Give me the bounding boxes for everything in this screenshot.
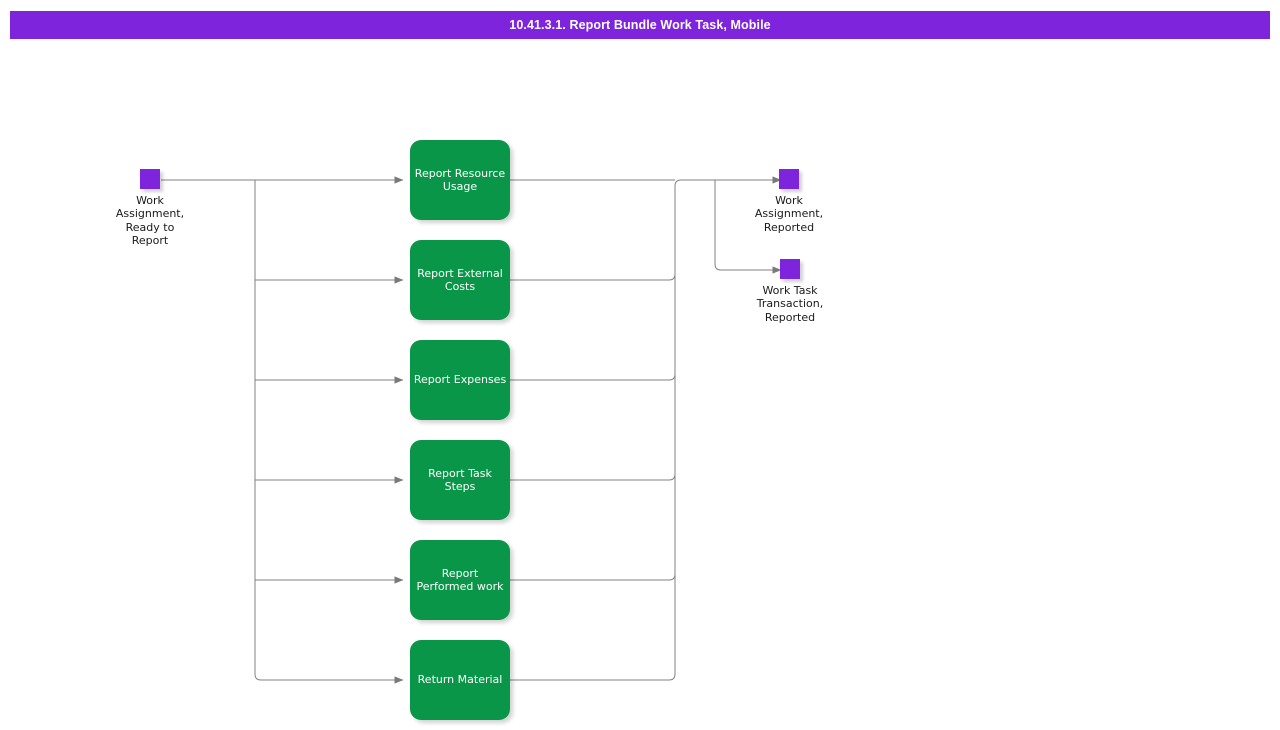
page-title: 10.41.3.1. Report Bundle Work Task, Mobi…: [509, 18, 771, 32]
edge-report-task-steps-to-collector: [510, 473, 676, 481]
node-report-external-costs[interactable]: Report External Costs: [410, 240, 510, 320]
terminator-square-icon: [779, 169, 799, 189]
node-report-resource-usage[interactable]: Report Resource Usage: [410, 140, 510, 220]
node-label: Work Assignment, Ready to Report: [115, 194, 185, 247]
node-label: Work Assignment, Reported: [754, 194, 824, 234]
node-label: Report Task Steps: [428, 466, 492, 493]
node-work-assignment-ready-to-report[interactable]: Work Assignment, Ready to Report: [96, 169, 204, 247]
node-report-expenses[interactable]: Report Expenses: [410, 340, 510, 420]
edge-bus-left-vertical: [254, 180, 404, 684]
node-label: Work Task Transaction, Reported: [756, 284, 824, 324]
node-report-performed-work[interactable]: Report Performed work: [410, 540, 510, 620]
node-return-material[interactable]: Return Material: [410, 640, 510, 720]
node-work-task-transaction-reported[interactable]: Work Task Transaction, Reported: [736, 259, 844, 324]
node-label: Report Performed work: [416, 566, 504, 593]
terminator-square-icon: [140, 169, 160, 189]
node-report-task-steps[interactable]: Report Task Steps: [410, 440, 510, 520]
node-label: Report Expenses: [413, 373, 507, 387]
node-work-assignment-reported[interactable]: Work Assignment, Reported: [735, 169, 843, 234]
edge-return-material-to-collector: [510, 186, 676, 681]
page-title-bar: 10.41.3.1. Report Bundle Work Task, Mobi…: [10, 11, 1270, 39]
node-label: Report External Costs: [417, 266, 503, 293]
edge-report-expenses-to-collector: [510, 373, 676, 381]
edge-report-performed-work-to-collector: [510, 573, 676, 581]
node-label: Report Resource Usage: [414, 166, 506, 193]
terminator-square-icon: [780, 259, 800, 279]
edge-report-external-costs-to-collector: [510, 273, 676, 281]
node-label: Return Material: [417, 673, 503, 687]
